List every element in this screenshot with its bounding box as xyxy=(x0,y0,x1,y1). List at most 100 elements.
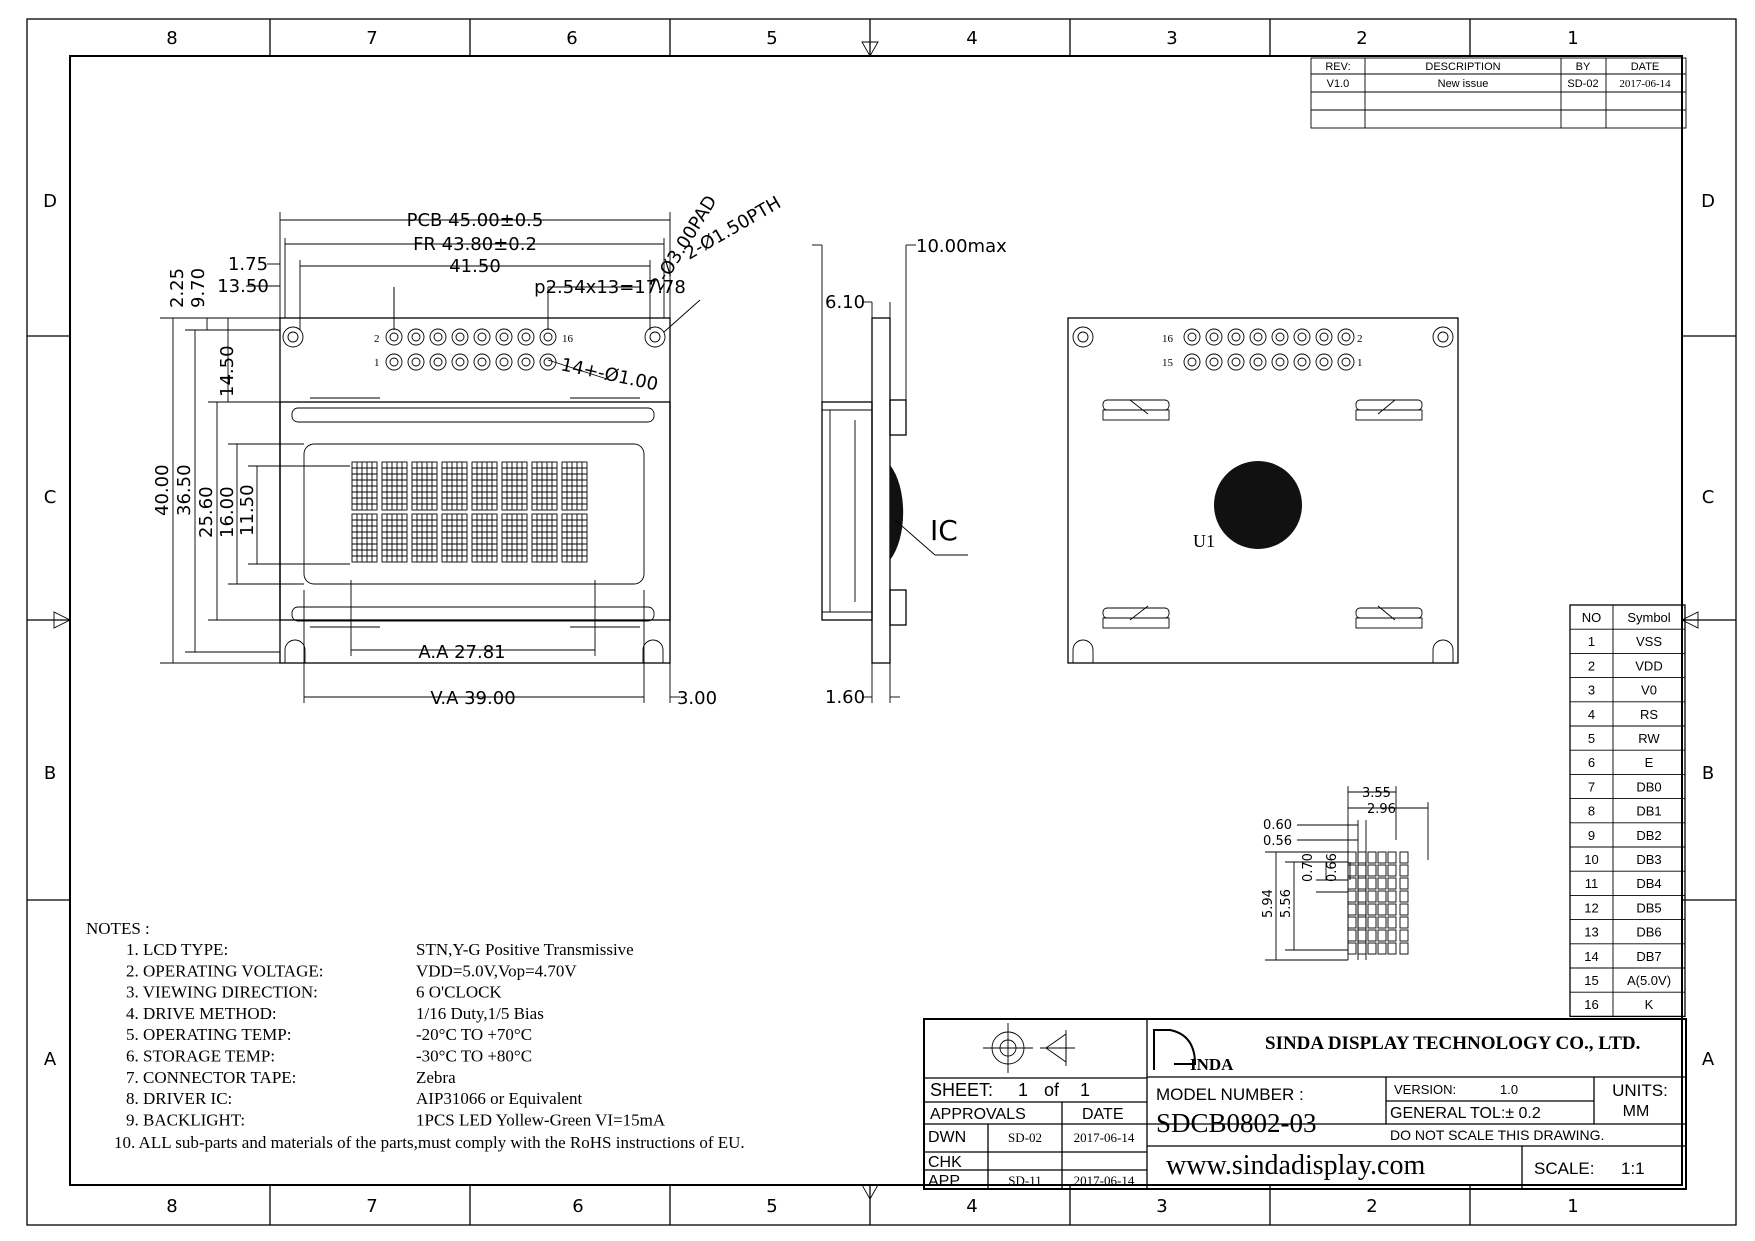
pin-pad xyxy=(1271,353,1289,371)
pin-pad xyxy=(407,328,425,346)
pin-symbol: DB5 xyxy=(1636,900,1661,915)
dot xyxy=(1347,851,1357,864)
pin-hole xyxy=(411,332,421,342)
dot xyxy=(1347,916,1357,929)
dot xyxy=(1387,942,1397,955)
pin-hole xyxy=(1253,357,1263,367)
pin-symbol: K xyxy=(1645,997,1654,1012)
rev-header: DESCRIPTION xyxy=(1425,61,1500,73)
dot xyxy=(1357,903,1367,916)
pin-pad xyxy=(1205,353,1223,371)
note-label: 7. CONNECTOR TAPE: xyxy=(126,1068,296,1087)
dim-h40: 40.00 xyxy=(152,464,173,516)
dim-h1150: 11.50 xyxy=(237,484,258,536)
col-label: 3 xyxy=(1166,28,1177,49)
dot xyxy=(1387,929,1397,942)
pin-hole xyxy=(1209,357,1219,367)
pin-pad xyxy=(1315,328,1333,346)
pin-symbol: DB3 xyxy=(1636,852,1661,867)
pin-hole xyxy=(1187,357,1197,367)
pin-no: 4 xyxy=(1588,707,1595,722)
projection-symbol xyxy=(983,1023,1075,1073)
note-value: Zebra xyxy=(416,1068,456,1087)
dot xyxy=(1367,877,1377,890)
dim-070: 0.70 xyxy=(1301,853,1316,882)
pin-no: 16 xyxy=(1584,997,1598,1012)
dim-h3650: 36.50 xyxy=(174,464,195,516)
u1-label: U1 xyxy=(1193,531,1215,551)
dot xyxy=(1367,903,1377,916)
pin-hole xyxy=(389,332,399,342)
pin-pad xyxy=(1227,328,1245,346)
dot xyxy=(1387,903,1397,916)
pin-symbol: DB0 xyxy=(1636,779,1661,794)
revision-table: REV: DESCRIPTION BY DATE V1.0 New issue … xyxy=(1310,57,1687,129)
dwn-date: 2017-06-14 xyxy=(1074,1130,1135,1145)
back-view: 16 2 15 1 U1 xyxy=(1067,317,1459,664)
dwn-label: DWN xyxy=(928,1129,966,1146)
dot xyxy=(1387,864,1397,877)
pin-symbol: VSS xyxy=(1636,634,1662,649)
model-number: SDCB0802-03 xyxy=(1156,1108,1317,1138)
pin-pad xyxy=(1183,328,1201,346)
col-label: 2 xyxy=(1356,28,1367,49)
pin-no: 15 xyxy=(1584,973,1598,988)
dot xyxy=(1357,864,1367,877)
row-label: B xyxy=(1702,763,1714,784)
pin-symbol: VDD xyxy=(1635,658,1662,673)
note-value: 1PCS LED Yollew-Green VI=15mA xyxy=(416,1110,666,1129)
pin-no: 5 xyxy=(1588,731,1595,746)
character-grid xyxy=(351,461,588,563)
notes-heading: NOTES : xyxy=(86,919,150,938)
sheet-total: 1 xyxy=(1080,1080,1090,1100)
note-label: 8. DRIVER IC: xyxy=(126,1089,232,1108)
character-detail: 3.55 2.96 0.60 0.56 5.94 5.56 0.70 0.66 xyxy=(1261,786,1429,961)
version-value: 1.0 xyxy=(1500,1082,1518,1097)
dot xyxy=(1357,916,1367,929)
pin-hole xyxy=(433,332,443,342)
pin-hole xyxy=(389,357,399,367)
pin-no: 11 xyxy=(1585,876,1599,891)
note-label: 3. VIEWING DIRECTION: xyxy=(126,983,318,1002)
pin-symbol: RW xyxy=(1638,731,1660,746)
pin-pad xyxy=(495,328,513,346)
sinda-logo: INDA xyxy=(1153,1029,1234,1074)
pin-hole xyxy=(499,332,509,342)
dim-max: 10.00max xyxy=(916,236,1007,257)
pin-hole xyxy=(1275,332,1285,342)
rev-header: DATE xyxy=(1631,61,1660,73)
pin-header xyxy=(1183,328,1355,371)
pin-no: 13 xyxy=(1584,925,1598,940)
pin-hole xyxy=(521,357,531,367)
dot xyxy=(1377,942,1387,955)
dim-970: 9.70 xyxy=(188,268,209,308)
note-value: 1/16 Duty,1/5 Bias xyxy=(416,1004,544,1023)
col-label: 2 xyxy=(1366,1196,1377,1217)
rev-header: BY xyxy=(1576,61,1591,73)
dot xyxy=(1377,877,1387,890)
pin-hole xyxy=(433,357,443,367)
col-label: 8 xyxy=(166,28,177,49)
date-label: DATE xyxy=(1082,1106,1123,1123)
dot xyxy=(1399,942,1409,955)
model-label: MODEL NUMBER : xyxy=(1156,1085,1304,1104)
pin-pad xyxy=(385,328,403,346)
pin-hole xyxy=(1209,332,1219,342)
pin-no: 9 xyxy=(1588,828,1595,843)
pin-hole xyxy=(1297,332,1307,342)
company-name: SINDA DISPLAY TECHNOLOGY CO., LTD. xyxy=(1265,1033,1640,1054)
col-label: 4 xyxy=(966,1196,977,1217)
dim-aa: A.A 27.81 xyxy=(418,642,505,663)
app-by: SD-11 xyxy=(1008,1173,1041,1188)
pin-hole xyxy=(455,332,465,342)
pin-symbol: E xyxy=(1645,755,1654,770)
pin-pad xyxy=(517,328,535,346)
pin-pad xyxy=(539,328,557,346)
dim-056: 0.56 xyxy=(1263,834,1292,849)
pin-label: 16 xyxy=(562,333,574,345)
sheet-value: 1 xyxy=(1018,1080,1028,1100)
dot xyxy=(1357,929,1367,942)
pin-symbol: DB4 xyxy=(1636,876,1661,891)
dot xyxy=(1377,864,1387,877)
row-label: D xyxy=(1701,191,1715,212)
